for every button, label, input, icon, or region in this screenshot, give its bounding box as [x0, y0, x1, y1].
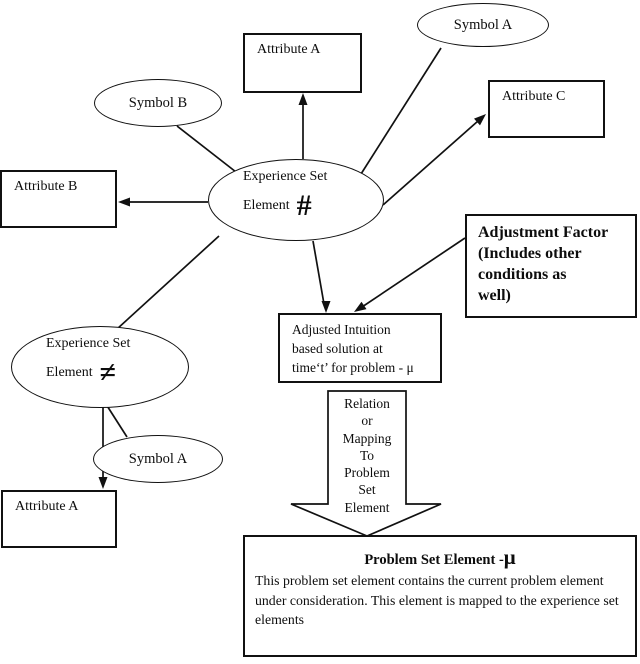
not-equal-symbol: ≠ — [99, 356, 117, 389]
problem-set-title: Problem Set Element - — [364, 552, 504, 568]
node-attribute-c: Attribute C — [488, 80, 605, 138]
node-symbol-a-top-label: Symbol A — [453, 16, 513, 33]
hash-symbol: # — [296, 189, 312, 222]
arrowhead-attribute-a-top — [298, 93, 308, 105]
edge-adjustment-factor-to-adjusted-intuition — [361, 237, 466, 308]
arrowhead-adjusted-intuition-right — [354, 301, 367, 312]
arrowhead-adjusted-intuition-left — [321, 301, 331, 313]
attribute-c-label: Attribute C — [502, 89, 566, 104]
edge-hash-to-adjusted-intuition — [312, 240, 325, 305]
arrowhead-attribute-b — [118, 197, 130, 207]
node-problem-set-element: Problem Set Element - μ This problem set… — [243, 535, 637, 657]
problem-set-body: This problem set element contains the cu… — [255, 573, 619, 628]
arrowhead-attribute-a-bottom — [98, 477, 108, 489]
block-arrow-relation — [290, 390, 442, 537]
node-symbol-a-lower-label: Symbol A — [128, 450, 188, 467]
node-symbol-a-lower: Symbol A — [93, 435, 223, 483]
arrowhead-attribute-c — [474, 114, 486, 126]
attribute-a-bottom-label: Attribute A — [15, 499, 79, 514]
node-adjusted-intuition: Adjusted Intuition based solution at tim… — [278, 313, 442, 383]
node-symbol-a-top: Symbol A — [417, 3, 549, 47]
experience-set-hash-line2: Element — [243, 198, 290, 213]
node-attribute-b: Attribute B — [0, 170, 117, 228]
edge-hash-to-attribute-c — [382, 120, 479, 206]
attribute-b-label: Attribute B — [14, 179, 78, 194]
edge-hash-to-neq — [116, 235, 220, 330]
node-symbol-b: Symbol B — [94, 79, 222, 127]
attribute-a-top-label: Attribute A — [257, 42, 321, 57]
node-experience-set-element-hash: Experience Set Element # — [208, 159, 384, 241]
node-attribute-a-top: Attribute A — [243, 33, 362, 93]
node-experience-set-element-neq: Experience Set Element ≠ — [11, 326, 189, 408]
relation-arrow-label: Relation or Mapping To Problem Set Eleme… — [342, 396, 392, 515]
experience-set-hash-line1: Experience Set — [243, 169, 328, 184]
edge-symbol-a-top-to-hash — [360, 47, 442, 175]
node-attribute-a-bottom: Attribute A — [1, 490, 117, 548]
experience-set-neq-line2: Element — [46, 365, 93, 380]
node-symbol-b-label: Symbol B — [128, 94, 188, 111]
node-adjustment-factor: Adjustment Factor (Includes other condit… — [465, 214, 637, 318]
mu-symbol: μ — [503, 545, 516, 569]
edge-symbol-b-to-hash — [176, 125, 237, 173]
experience-set-neq-line1: Experience Set — [46, 336, 131, 351]
